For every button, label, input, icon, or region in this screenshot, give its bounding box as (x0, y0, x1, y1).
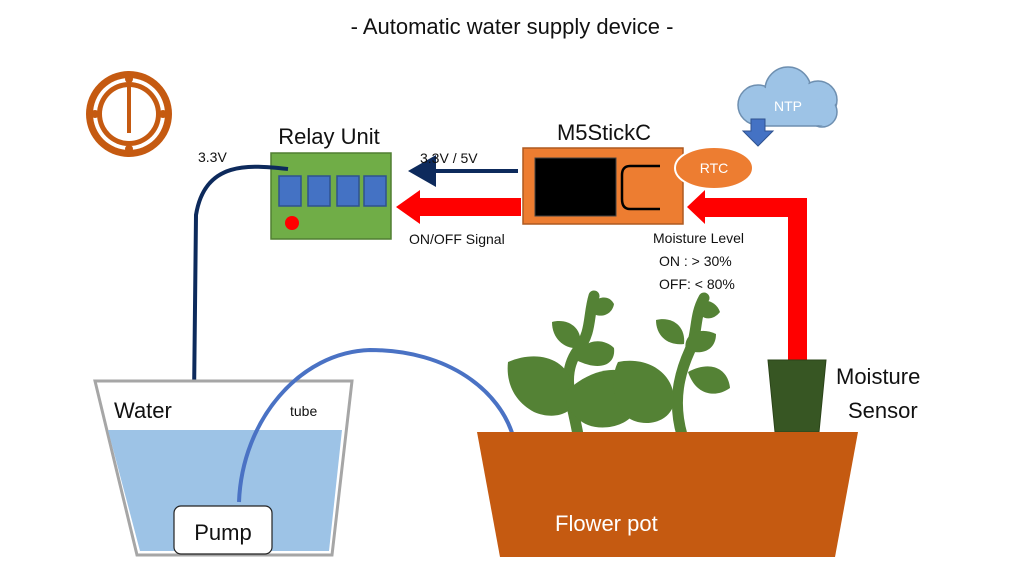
water-bucket (93, 379, 354, 557)
moisture-on-rule: ON : > 30% (659, 253, 732, 269)
water-fill (108, 430, 342, 551)
m5stickc-device (522, 147, 684, 225)
pump (173, 505, 273, 555)
relay-power-label: 3.3V (198, 149, 227, 165)
m5-power-label: 3.3V / 5V (420, 150, 478, 166)
signal-label: ON/OFF Signal (409, 231, 505, 247)
rtc-chip (674, 146, 754, 190)
m5-button (620, 164, 660, 211)
relay-indicator-led (285, 216, 299, 230)
ntp-label: NTP (774, 98, 802, 114)
relay-block (336, 175, 360, 207)
moisture-sensor-label-2: Sensor (848, 398, 918, 423)
water-label: Water (114, 398, 172, 423)
m5-screen (534, 157, 617, 217)
moisture-sensor (767, 359, 827, 433)
moisture-level-label: Moisture Level (653, 230, 744, 246)
flower-pot-label: Flower pot (555, 511, 658, 536)
power-wire (177, 164, 289, 496)
relay-block (363, 175, 387, 207)
flower-pot (477, 432, 858, 557)
m5stickc-label: M5StickC (557, 120, 651, 145)
on-off-signal-arrow (396, 190, 521, 224)
plant-icon (507, 290, 730, 441)
clock-icon (86, 71, 172, 157)
cloud-icon (737, 66, 838, 128)
relay-block (278, 175, 302, 207)
moisture-sensor-label-1: Moisture (836, 364, 920, 389)
diagram-title: - Automatic water supply device - (351, 14, 674, 39)
moisture-off-rule: OFF: < 80% (659, 276, 735, 292)
water-tube (237, 347, 515, 503)
ntp-sync-arrow (741, 118, 775, 147)
relay-unit-label: Relay Unit (278, 124, 379, 149)
rtc-label: RTC (700, 160, 729, 176)
relay-block (307, 175, 331, 207)
moisture-signal-arrow (687, 190, 807, 362)
relay-unit (270, 152, 392, 240)
tube-label: tube (290, 403, 317, 419)
pump-label: Pump (194, 520, 251, 545)
